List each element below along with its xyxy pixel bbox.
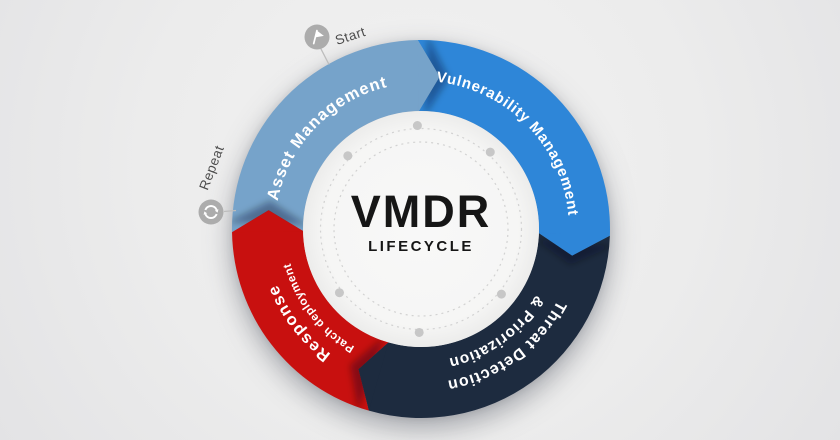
decorative-dot <box>485 147 495 157</box>
decorative-dot <box>496 289 506 299</box>
segment-asset-management <box>232 40 440 233</box>
segment-tip-asset-management <box>417 40 440 112</box>
dashed-ring-inner <box>333 141 509 317</box>
segment-response-patch-deployment <box>232 210 389 411</box>
repeat-connector-line <box>223 209 237 213</box>
start-flag-icon <box>304 24 330 50</box>
decorative-dot <box>414 327 424 337</box>
start-connector-line <box>320 48 330 65</box>
flag-glyph <box>312 29 324 45</box>
repeat-label: Repeat <box>196 143 227 192</box>
center-subtitle: LIFECYCLE <box>368 238 474 255</box>
icon-circle <box>198 199 224 225</box>
segment-tip-vulnerability-management <box>538 233 610 256</box>
center-title: VMDR <box>351 186 492 237</box>
decorative-dot <box>343 151 353 161</box>
repeat-arrows-icon <box>198 199 224 225</box>
segment-threat-detection-priorization <box>358 233 610 419</box>
decorative-dot <box>412 121 422 131</box>
repeat-marker: Repeat <box>196 143 237 225</box>
repeat-glyph <box>203 205 219 219</box>
segment-tip-response-patch-deployment <box>232 210 304 233</box>
center-disc <box>303 111 539 347</box>
segment-vulnerability-management <box>417 40 610 256</box>
segment-tip-threat-detection-priorization <box>358 342 389 411</box>
start-label: Start <box>333 24 367 48</box>
decorative-dots <box>334 121 506 337</box>
decorative-dot <box>334 288 344 298</box>
lifecycle-ring <box>231 39 610 419</box>
